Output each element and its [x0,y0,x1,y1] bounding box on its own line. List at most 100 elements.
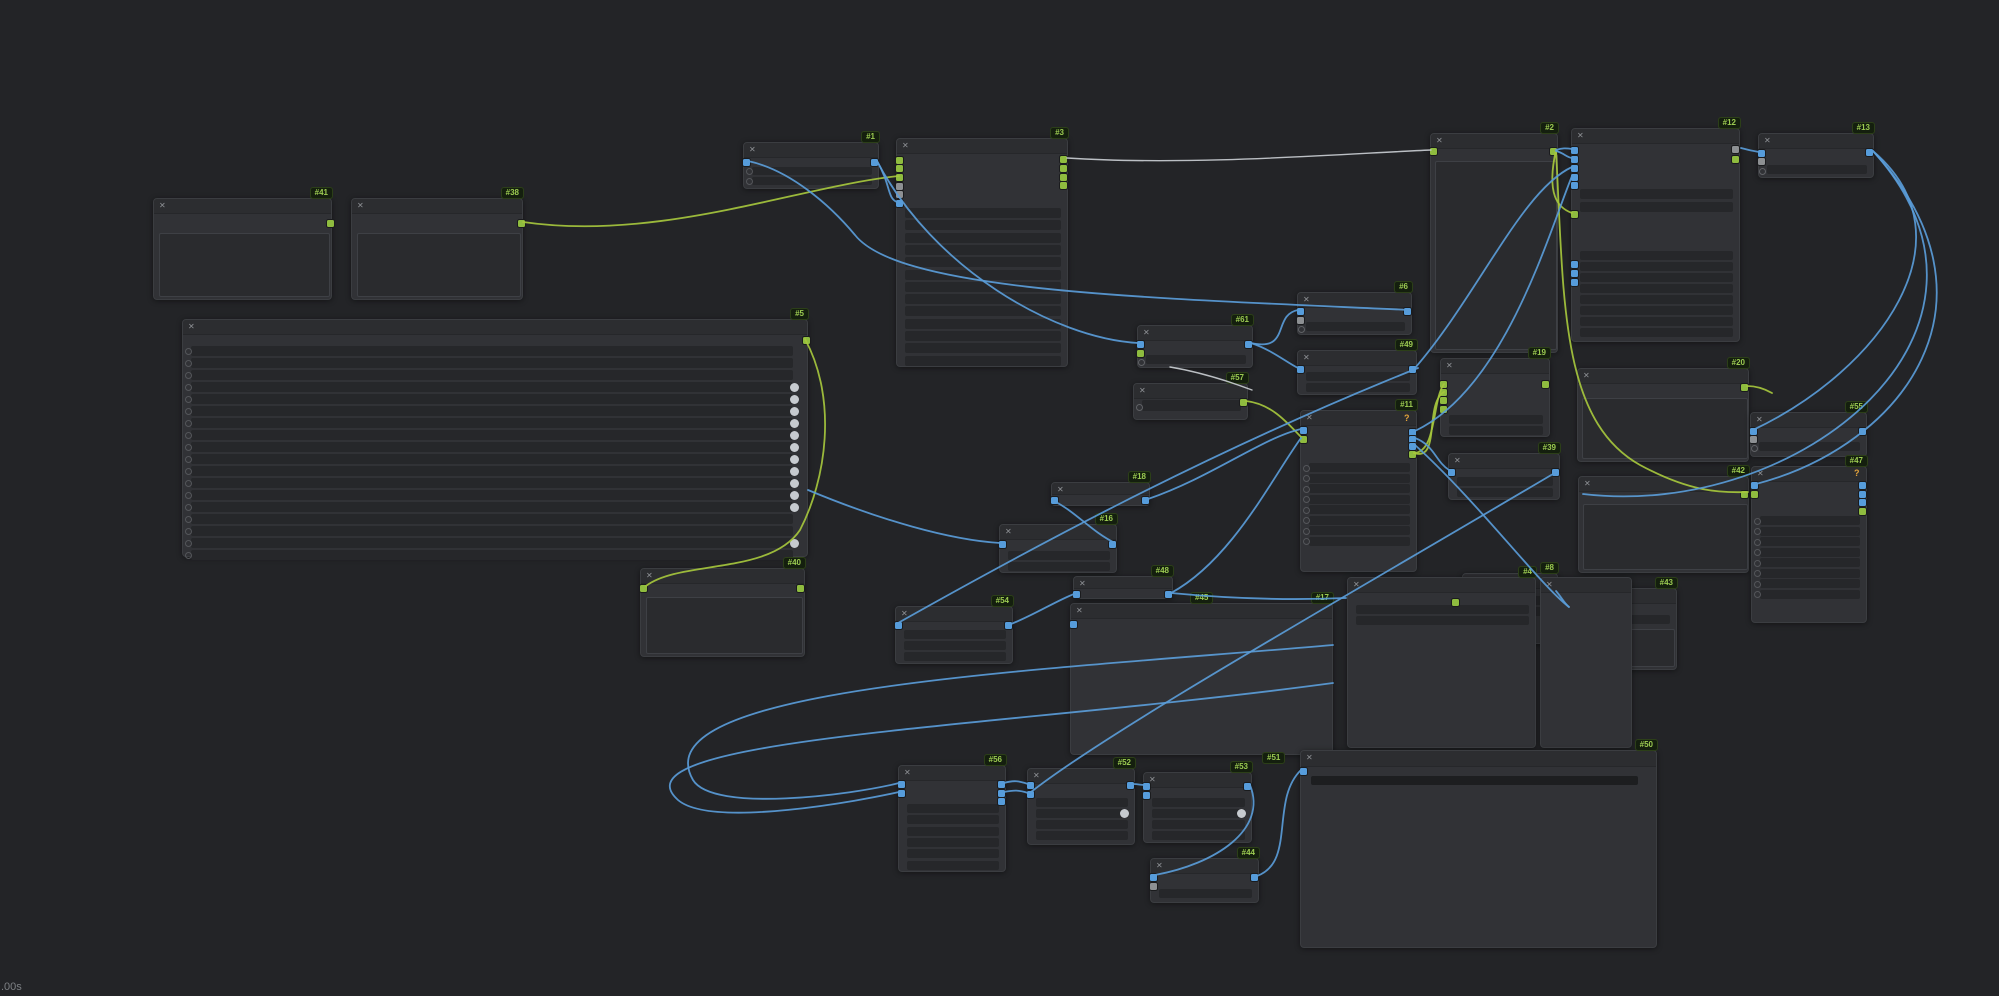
widget-row[interactable] [1309,505,1410,514]
widget-row[interactable] [191,430,793,440]
widget-row[interactable] [191,514,793,524]
widget-row[interactable] [1760,558,1860,567]
port-blue[interactable] [1409,429,1416,436]
graph-node-3[interactable]: ✕#3 [896,127,1069,367]
port-blue[interactable] [998,781,1005,788]
widget-row[interactable] [191,466,793,476]
widget-row[interactable] [1036,809,1128,818]
close-icon[interactable]: ✕ [1436,136,1443,145]
close-icon[interactable]: ✕ [1353,580,1360,589]
graph-node-41[interactable]: ✕#41 [153,187,334,300]
widget-row[interactable] [905,306,1061,317]
widget-row[interactable] [1760,589,1860,599]
port-green[interactable] [1542,381,1549,388]
widget-row[interactable] [191,538,793,548]
widget-row[interactable] [1767,165,1867,174]
toggle-dot[interactable] [790,478,799,488]
graph-node-52[interactable]: ✕#52 [1027,757,1136,845]
close-icon[interactable]: ✕ [1756,415,1763,424]
graph-node-1[interactable]: ✕#1 [743,131,880,189]
close-icon[interactable]: ✕ [357,201,364,210]
widget-row[interactable] [1580,295,1733,304]
widget-row[interactable] [1146,355,1246,364]
port-gray[interactable] [896,183,903,190]
widget-row[interactable] [1152,831,1245,840]
node-header[interactable]: ✕ [1138,326,1252,341]
port-blue[interactable] [1251,874,1258,881]
port-green[interactable] [1430,148,1437,155]
port-blue[interactable] [1859,482,1866,489]
node-header[interactable]: ✕ [1301,751,1656,767]
port-blue[interactable] [1070,621,1077,628]
node-header[interactable]: ✕ [1144,773,1251,788]
node-header[interactable]: ✕ [1541,578,1631,593]
port-green[interactable] [1571,211,1578,218]
close-icon[interactable]: ✕ [901,609,908,618]
port-blue[interactable] [1404,308,1411,315]
widget-row[interactable] [1152,820,1245,829]
port-blue[interactable] [1297,308,1304,315]
widget-row[interactable] [1580,273,1733,282]
close-icon[interactable]: ✕ [1057,485,1064,494]
node-header[interactable]: ✕ [1301,411,1416,426]
port-blue[interactable] [1109,541,1116,548]
port-blue[interactable] [1859,491,1866,498]
toggle-dot[interactable] [790,490,799,500]
close-icon[interactable]: ✕ [1076,606,1083,615]
node-header[interactable]: ✕ [1579,477,1748,492]
graph-node-20[interactable]: ✕#20 [1577,357,1750,462]
port-blue[interactable] [1300,427,1307,434]
widget-row[interactable] [907,804,999,813]
widget-row[interactable] [907,826,999,836]
port-blue[interactable] [1571,156,1578,163]
toggle-dot[interactable] [1120,809,1129,818]
graph-node-53[interactable]: ✕#53 [1143,761,1253,843]
port-green[interactable] [1550,148,1557,155]
widget-row[interactable] [191,418,793,428]
close-icon[interactable]: ✕ [1156,861,1163,870]
close-icon[interactable]: ✕ [1303,295,1310,304]
widget-row[interactable] [1036,820,1128,829]
port-blue[interactable] [1127,782,1134,789]
graph-node-48[interactable]: ✕#48 [1073,565,1174,599]
toggle-dot[interactable] [790,466,799,476]
graph-node-2[interactable]: ✕#2 [1430,122,1559,353]
node-header[interactable]: ✕ [1000,525,1116,540]
port-blue[interactable] [998,790,1005,797]
widget-row[interactable] [905,281,1061,292]
widget-row[interactable] [191,502,793,512]
widget-row[interactable] [1036,831,1128,840]
graph-node-40[interactable]: ✕#40 [640,557,806,657]
widget-row[interactable] [1008,562,1110,571]
port-green[interactable] [896,165,903,172]
port-blue[interactable] [1859,499,1866,506]
port-blue[interactable] [1073,591,1080,598]
widget-row[interactable] [907,815,999,825]
graph-node-61[interactable]: ✕#61 [1137,314,1254,368]
graph-node-57[interactable]: ✕#57 [1133,372,1249,420]
close-icon[interactable]: ✕ [1306,753,1313,762]
widget-row[interactable] [1306,322,1405,331]
port-slot-icon[interactable] [1298,326,1305,333]
port-gray[interactable] [896,191,903,198]
close-icon[interactable]: ✕ [1139,386,1146,395]
widget-row[interactable] [191,490,793,500]
widget-row[interactable] [1356,616,1529,625]
port-green[interactable] [1240,399,1247,406]
widget-row[interactable] [905,220,1061,231]
graph-node-n7[interactable]: ✕ [1540,577,1632,748]
widget-row[interactable] [1760,537,1860,546]
port-green[interactable] [1741,384,1748,391]
close-icon[interactable]: ✕ [1005,527,1012,536]
port-blue[interactable] [1142,497,1149,504]
widget-row[interactable] [191,394,793,404]
widget-row[interactable] [907,849,999,859]
port-blue[interactable] [1143,792,1150,799]
widget-row[interactable] [905,257,1061,268]
widget-row[interactable] [1580,328,1733,337]
port-green[interactable] [1440,397,1447,404]
node-header[interactable]: ✕ [1052,483,1149,495]
port-blue[interactable] [1409,366,1416,373]
graph-node-18[interactable]: ✕#18 [1051,471,1151,506]
port-blue[interactable] [1866,149,1873,156]
